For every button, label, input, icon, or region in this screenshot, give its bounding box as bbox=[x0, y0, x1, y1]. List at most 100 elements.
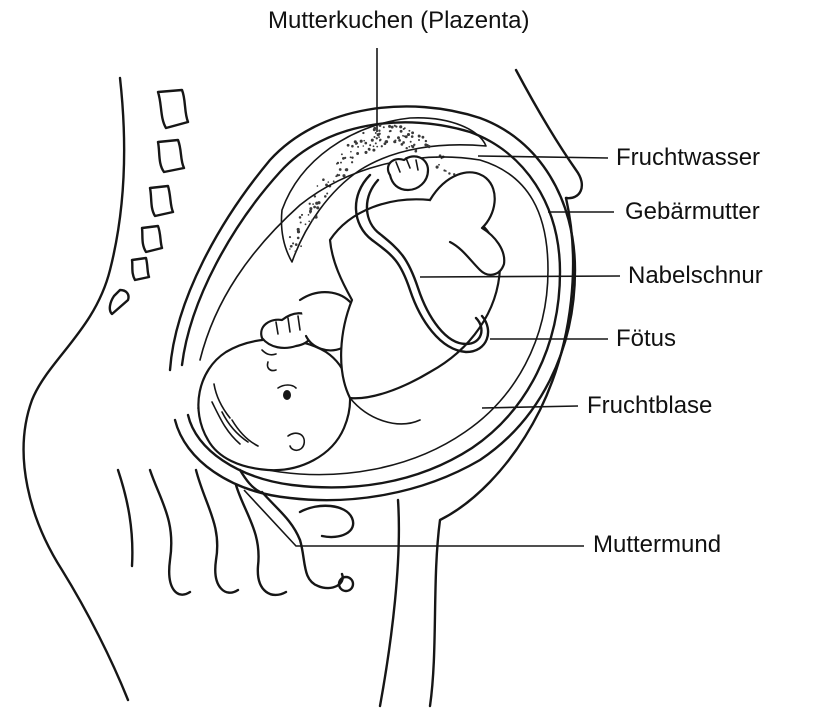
placenta-stipple-dot bbox=[401, 143, 404, 146]
pelvic-structures bbox=[118, 470, 353, 595]
placenta-stipple-dot bbox=[400, 130, 403, 133]
leader-nabelschnur bbox=[420, 276, 620, 277]
placenta-stipple-dot bbox=[301, 214, 303, 216]
placenta-stipple-dot bbox=[309, 207, 312, 210]
placenta-stipple-dot bbox=[408, 130, 410, 132]
placenta-stipple-dot bbox=[299, 216, 302, 219]
label-fetus: Fötus bbox=[616, 327, 676, 351]
placenta-stipple-dot bbox=[351, 161, 353, 163]
placenta-stipple-dot bbox=[402, 135, 404, 137]
placenta-stipple-dot bbox=[425, 140, 427, 142]
label-cervix: Muttermund bbox=[593, 533, 721, 557]
placenta-stipple-dot bbox=[411, 131, 414, 134]
placenta-stipple-dot bbox=[350, 151, 352, 153]
placenta-stipple-dot bbox=[309, 210, 312, 213]
placenta-stipple-dot bbox=[351, 145, 354, 148]
placenta-stipple-dot bbox=[324, 195, 327, 198]
placenta-stipple-dot bbox=[355, 143, 357, 145]
placenta-stipple-dot bbox=[373, 136, 375, 138]
placenta-stipple-dot bbox=[336, 174, 338, 176]
placenta-stipple-dot bbox=[438, 164, 440, 166]
placenta-stipple-dot bbox=[405, 147, 407, 149]
fetus bbox=[198, 156, 504, 470]
label-uterus: Gebärmutter bbox=[625, 200, 760, 224]
placenta-stipple-dot bbox=[376, 137, 378, 139]
placenta-stipple-dot bbox=[309, 203, 311, 205]
placenta-stipple-dot bbox=[362, 132, 364, 134]
placenta-stipple-dot bbox=[292, 242, 294, 244]
placenta-stipple-dot bbox=[445, 170, 447, 172]
placenta-stipple-dot bbox=[397, 136, 400, 139]
placenta-stipple-dot bbox=[422, 136, 425, 139]
placenta-stipple-dot bbox=[389, 130, 391, 132]
placenta-stipple-dot bbox=[315, 202, 318, 205]
placenta-stipple-dot bbox=[369, 144, 371, 146]
placenta-stipple-dot bbox=[436, 166, 439, 169]
placenta-stipple-dot bbox=[360, 140, 363, 143]
placenta-stipple-dot bbox=[379, 124, 382, 127]
leader-fruchtwasser bbox=[478, 156, 608, 158]
placenta-stipple-dot bbox=[311, 219, 313, 221]
placenta-stipple-dot bbox=[364, 151, 367, 154]
placenta-stipple-dot bbox=[424, 143, 427, 146]
placenta-stipple-dot bbox=[327, 181, 329, 183]
placenta-stipple-dot bbox=[368, 148, 371, 151]
placenta-stipple-dot bbox=[391, 126, 394, 129]
placenta-stipple-dot bbox=[394, 125, 396, 127]
placenta-stipple-dot bbox=[340, 162, 342, 164]
placenta-stipple-dot bbox=[410, 141, 412, 143]
placenta-stipple-dot bbox=[381, 145, 383, 147]
placenta-stipple-dot bbox=[308, 214, 310, 216]
placenta-stipple-dot bbox=[289, 236, 291, 238]
placenta-stipple-dot bbox=[388, 125, 391, 128]
placenta-stipple-dot bbox=[407, 133, 410, 136]
placenta-stipple-dot bbox=[383, 126, 385, 128]
placenta-stipple-dot bbox=[315, 216, 318, 219]
placenta-stipple-dot bbox=[378, 130, 380, 132]
placenta-stipple-dot bbox=[378, 136, 380, 138]
placenta-stipple-dot bbox=[408, 146, 410, 148]
placenta-stipple-dot bbox=[295, 250, 297, 252]
placenta-stipple-dot bbox=[403, 128, 405, 130]
placenta-stipple-dot bbox=[313, 206, 316, 209]
placenta-stipple-dot bbox=[371, 139, 374, 142]
placenta-stipple-dot bbox=[312, 203, 314, 205]
placenta-stipple-dot bbox=[428, 145, 431, 148]
placenta-stipple-dot bbox=[373, 127, 376, 130]
placenta-stipple-dot bbox=[363, 145, 365, 147]
placenta-stipple-dot bbox=[289, 248, 291, 250]
placenta-stipple-dot bbox=[364, 142, 367, 145]
placenta-stipple-dot bbox=[411, 135, 414, 138]
placenta-stipple-dot bbox=[394, 140, 396, 142]
placenta-stipple-dot bbox=[448, 172, 450, 174]
placenta-stipple-dot bbox=[336, 163, 338, 165]
placenta-stipple-dot bbox=[376, 146, 378, 148]
placenta-stipple-dot bbox=[378, 133, 380, 135]
placenta-stipple-dot bbox=[398, 139, 401, 142]
placenta-stipple-dot bbox=[308, 220, 310, 222]
label-umbilical-cord: Nabelschnur bbox=[628, 264, 763, 288]
placenta-stipple-dot bbox=[356, 152, 359, 155]
placenta-stipple-dot bbox=[385, 140, 388, 143]
placenta-stipple-dot bbox=[300, 245, 302, 247]
placenta-stipple-dot bbox=[322, 178, 325, 181]
placenta-stipple-dot bbox=[350, 156, 352, 158]
placenta-stipple-dot bbox=[351, 156, 353, 158]
placenta-stipple-dot bbox=[373, 145, 375, 147]
placenta-stipple-dot bbox=[347, 144, 350, 147]
placenta-stipple-dot bbox=[297, 230, 299, 232]
placenta-stipple-dot bbox=[387, 136, 390, 139]
placenta-stipple-dot bbox=[300, 221, 302, 223]
placenta-stipple-dot bbox=[357, 146, 359, 148]
placenta-stipple-dot bbox=[297, 237, 300, 240]
placenta-stipple-dot bbox=[341, 153, 343, 155]
label-amniotic-sac: Fruchtblase bbox=[587, 394, 712, 418]
placenta-stipple-dot bbox=[418, 135, 420, 137]
placenta-stipple-dot bbox=[326, 193, 328, 195]
placenta-stipple-dot bbox=[379, 140, 381, 142]
placenta-stipple-dot bbox=[399, 125, 402, 128]
placenta-stipple-dot bbox=[339, 168, 342, 171]
placenta-stipple-dot bbox=[418, 139, 420, 141]
placenta-stipple-dot bbox=[345, 168, 348, 171]
